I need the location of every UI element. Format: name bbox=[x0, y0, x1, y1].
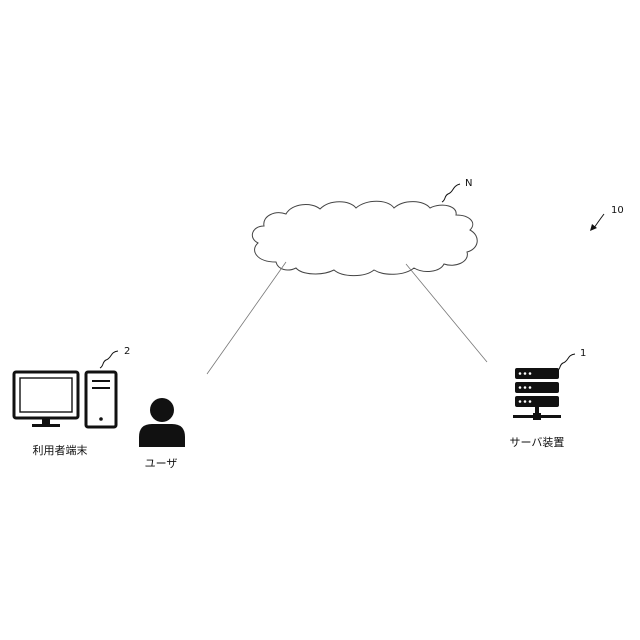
user-terminal-label: 利用者端末 bbox=[33, 443, 88, 457]
user: ユーザ bbox=[139, 398, 185, 470]
person-icon bbox=[139, 398, 185, 447]
tower-power-led bbox=[99, 417, 103, 421]
monitor bbox=[14, 372, 78, 418]
monitor-stand bbox=[42, 418, 50, 425]
system-reference: 10 bbox=[590, 205, 624, 231]
network-ref-label: N bbox=[465, 178, 472, 189]
user-terminal: 2 利用者端末 bbox=[14, 346, 130, 457]
server-unit-2 bbox=[515, 382, 559, 393]
server-ref-leader bbox=[557, 354, 575, 371]
server-label: サーバ装置 bbox=[510, 436, 565, 449]
user-terminal-ref-label: 2 bbox=[124, 346, 130, 357]
user-terminal-ref-leader bbox=[100, 351, 118, 368]
user-label: ユーザ bbox=[145, 457, 178, 470]
server: 1 サーバ装置 bbox=[510, 348, 587, 449]
cloud-icon bbox=[252, 201, 477, 275]
person-head bbox=[150, 398, 174, 422]
system-ref-number: 10 bbox=[611, 205, 624, 216]
monitor-base bbox=[32, 424, 60, 427]
server-connector-node bbox=[533, 413, 541, 420]
server-unit-1 bbox=[515, 368, 559, 379]
server-ref-label: 1 bbox=[580, 348, 586, 359]
server-rack-icon bbox=[513, 368, 561, 420]
desktop-computer-icon bbox=[14, 372, 116, 427]
network-ref-leader bbox=[442, 184, 460, 202]
network-to-user-link bbox=[207, 262, 286, 374]
network-cloud: N bbox=[252, 178, 477, 276]
system-ref-leader-arrow bbox=[594, 214, 604, 228]
person-body bbox=[139, 424, 185, 447]
server-unit-3 bbox=[515, 396, 559, 407]
monitor-screen bbox=[20, 378, 72, 412]
network-to-server-link bbox=[406, 264, 487, 362]
